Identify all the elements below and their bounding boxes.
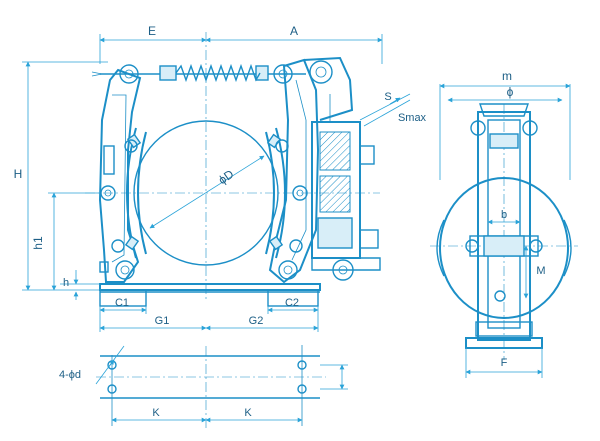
side-arm-inner [487, 119, 521, 329]
label-A: A [290, 24, 298, 38]
side-shoe-left [436, 219, 445, 277]
thruster-piston [319, 131, 351, 171]
side-drum-outline [439, 177, 569, 319]
side-lower-bolt [494, 290, 506, 302]
label-E: E [148, 24, 156, 38]
label-M: M [536, 265, 545, 277]
right-shoe-lining [265, 131, 275, 255]
left-wear-indicator [103, 145, 115, 175]
thruster-foot [311, 257, 381, 271]
side-top-block [489, 133, 519, 149]
label-F: F [501, 357, 508, 369]
label-H: H [14, 167, 23, 181]
label-holes: 4-ϕd [59, 369, 81, 381]
side-shoe-right [563, 219, 572, 277]
rod-end [91, 71, 103, 77]
side-pin-head-right [529, 239, 543, 253]
label-m: m [502, 69, 512, 83]
label-b: b [501, 209, 507, 221]
left-foot [99, 289, 147, 307]
side-top-bolt-left [470, 120, 486, 136]
label-h1: h1 [31, 236, 45, 250]
thruster-base-block [317, 217, 353, 249]
brake-drum [133, 120, 279, 266]
label-S: S [384, 91, 391, 103]
top-lever [303, 56, 354, 121]
side-pin-head-left [465, 239, 479, 253]
side-view: m ϕ b M F [430, 69, 578, 378]
thruster-terminal [359, 145, 375, 165]
left-brake-arm [98, 68, 142, 283]
label-G1: G1 [155, 315, 170, 327]
label-C2: C2 [285, 297, 299, 309]
right-foot [267, 289, 319, 307]
base-plate [99, 283, 321, 291]
dim-D-line [149, 155, 265, 229]
right-shoe-pad-bottom [268, 235, 284, 251]
side-arm-pair [477, 111, 531, 341]
side-pin-sleeve [483, 235, 525, 257]
thruster-coil [319, 175, 351, 213]
thruster-stop [359, 229, 379, 249]
plan-view: 4-ϕd K K [59, 345, 348, 430]
label-G2: G2 [249, 315, 264, 327]
left-shoe-lining [137, 131, 147, 255]
left-adjust-screw [99, 261, 109, 273]
side-base-plate [465, 337, 543, 349]
label-phi: ϕ [507, 85, 514, 99]
side-top-bolt-right [522, 120, 538, 136]
compression-spring [175, 63, 261, 83]
label-K2: K [244, 407, 252, 419]
side-lower-block [475, 321, 533, 337]
front-view [85, 32, 381, 307]
right-brake-arm [268, 58, 320, 284]
spring-nut-right [255, 65, 269, 81]
right-arm-inner [291, 79, 307, 261]
left-arm-inner [111, 94, 127, 263]
label-h: h [63, 277, 69, 289]
front-dimensions: E A H h1 h ϕD S Smax C1 C2 [14, 24, 427, 332]
spring-nut-left [159, 65, 177, 81]
label-C1: C1 [115, 297, 129, 309]
label-Smax: Smax [398, 112, 427, 124]
left-shoe-pad-bottom [124, 235, 140, 251]
label-K1: K [152, 407, 160, 419]
side-top-cap [479, 103, 529, 117]
